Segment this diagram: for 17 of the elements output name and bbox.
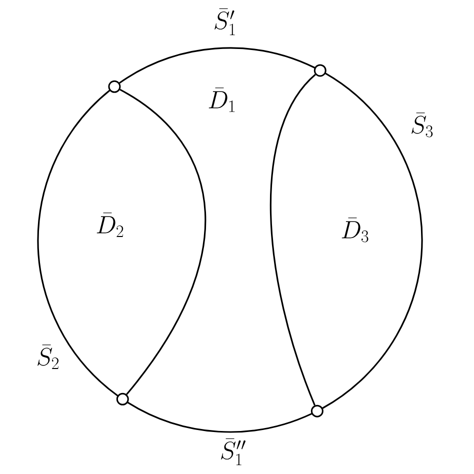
- circle-arc: [118, 47, 316, 84]
- curve: [120, 88, 206, 395]
- edge-label: $\bar{S}_1''$: [221, 438, 246, 466]
- point-marker: [314, 64, 326, 77]
- point-marker: [310, 404, 324, 418]
- point-marker: [116, 392, 129, 406]
- curve: [270, 74, 316, 406]
- point-marker: [108, 80, 121, 93]
- circle-arc: [127, 402, 312, 433]
- edge-label: $\bar{S}_3$: [412, 112, 433, 138]
- region-label: $\bar{D}_3$: [342, 218, 368, 242]
- circle-arc: [322, 72, 423, 409]
- edge-label: $\bar{S}_2$: [38, 344, 58, 369]
- region-label: $\bar{D}_2$: [96, 212, 124, 237]
- region-label: $\bar{D}_1$: [208, 88, 235, 112]
- edge-label: $\bar{S}_1'$: [214, 8, 235, 36]
- circle-arc: [37, 90, 118, 396]
